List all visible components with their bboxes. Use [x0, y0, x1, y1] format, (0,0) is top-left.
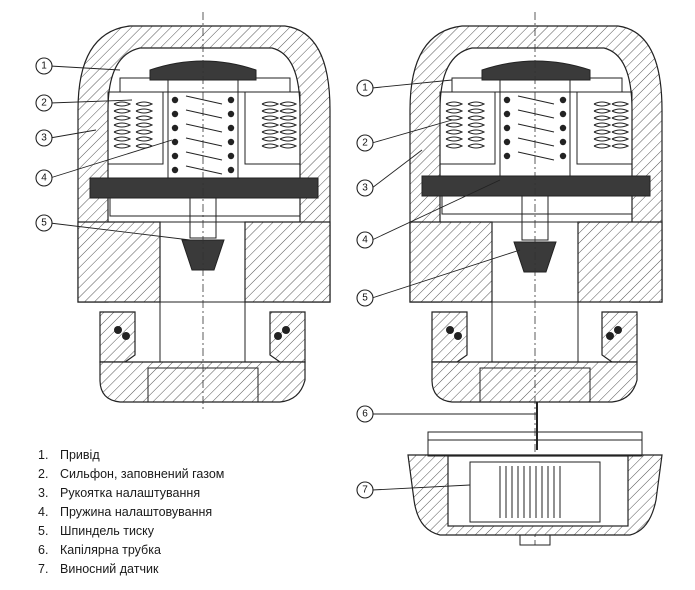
- left-callout-1: 1: [35, 57, 53, 75]
- legend-item: 5. Шпиндель тиску: [38, 522, 224, 541]
- legend-text: Шпиндель тиску: [60, 524, 155, 538]
- legend-text: Сильфон, заповнений газом: [60, 467, 225, 481]
- right-callout-1: 1: [356, 79, 374, 97]
- legend-text: Привід: [60, 448, 100, 462]
- legend-item: 7. Виносний датчик: [38, 560, 224, 579]
- legend-number: 2.: [38, 467, 49, 481]
- svg-text:3: 3: [41, 133, 47, 144]
- legend-number: 5.: [38, 524, 49, 538]
- right-callout-2: 2: [356, 134, 374, 152]
- parts-legend: 1. Привід 2. Сильфон, заповнений газом 3. Р…: [38, 446, 224, 579]
- legend-text: Капілярна трубка: [60, 543, 161, 557]
- svg-text:5: 5: [41, 218, 47, 229]
- left-callout-3: 3: [35, 129, 53, 147]
- svg-text:7: 7: [362, 485, 368, 496]
- svg-text:2: 2: [362, 138, 368, 149]
- right-thermostat-head: [409, 12, 663, 545]
- legend-text: Рукоятка налаштування: [60, 486, 201, 500]
- left-callouts: 1 2 3 4 5: [35, 57, 191, 241]
- svg-text:4: 4: [41, 173, 47, 184]
- right-callout-6: 6: [356, 405, 374, 423]
- legend-item: 3. Рукоятка налаштування: [38, 484, 224, 503]
- svg-text:3: 3: [362, 183, 368, 194]
- right-callout-5: 5: [356, 289, 374, 307]
- legend-item: 1. Привід: [38, 446, 224, 465]
- legend-item: 2. Сильфон, заповнений газом: [38, 465, 224, 484]
- legend-item: 4. Пружина налаштовування: [38, 503, 224, 522]
- legend-text: Виносний датчик: [60, 562, 159, 576]
- legend-number: 3.: [38, 486, 49, 500]
- left-callout-5: 5: [35, 214, 53, 232]
- svg-text:6: 6: [362, 409, 368, 420]
- legend-number: 4.: [38, 505, 49, 519]
- svg-text:5: 5: [362, 293, 368, 304]
- legend-item: 6. Капілярна трубка: [38, 541, 224, 560]
- legend-number: 6.: [38, 543, 49, 557]
- right-callout-4: 4: [356, 231, 374, 249]
- legend-number: 7.: [38, 562, 49, 576]
- left-callout-4: 4: [35, 169, 53, 187]
- svg-text:2: 2: [41, 98, 47, 109]
- svg-text:4: 4: [362, 235, 368, 246]
- legend-text: Пружина налаштовування: [60, 505, 213, 519]
- remote-sensor: [407, 431, 663, 546]
- left-callout-2: 2: [35, 94, 53, 112]
- left-thermostat-head: [77, 12, 331, 410]
- right-callouts: 1 2 3 4 5 6 7: [356, 79, 537, 499]
- right-callout-7: 7: [356, 481, 374, 499]
- svg-text:1: 1: [41, 61, 47, 72]
- right-callout-3: 3: [356, 179, 374, 197]
- svg-text:1: 1: [362, 83, 368, 94]
- legend-number: 1.: [38, 448, 49, 462]
